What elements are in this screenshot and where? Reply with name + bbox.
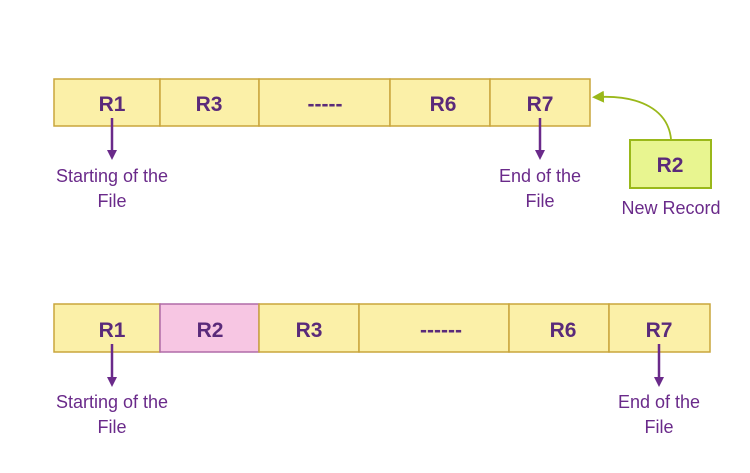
after-cell-r3 bbox=[258, 303, 360, 353]
after-cell-label: R6 bbox=[550, 319, 577, 342]
before-start-caption-line2: File bbox=[97, 191, 126, 211]
after-cell-r1 bbox=[53, 303, 161, 353]
after-cell-label: ------ bbox=[420, 319, 462, 342]
after-cell-label: R2 bbox=[197, 319, 224, 342]
before-cell-r3 bbox=[159, 78, 260, 127]
before-cell-label: R3 bbox=[196, 93, 223, 116]
after-cell-label: R3 bbox=[296, 319, 323, 342]
after-file-row: R1 R2 R3 ------ R6 R7 bbox=[53, 303, 711, 353]
after-cell-ellipsis bbox=[358, 303, 510, 353]
before-start-caption-line1: Starting of the bbox=[56, 166, 168, 186]
after-cell-label: R7 bbox=[646, 319, 673, 342]
before-file-row: R1 R3 ----- R6 R7 bbox=[53, 78, 591, 127]
before-cell-label: R7 bbox=[527, 93, 554, 116]
before-end-caption-line2: File bbox=[525, 191, 554, 211]
after-end-caption-line2: File bbox=[644, 417, 673, 437]
before-cell-label: ----- bbox=[308, 93, 343, 116]
after-cell-label: R1 bbox=[99, 319, 126, 342]
new-record-caption: New Record bbox=[621, 198, 720, 218]
after-cell-r6 bbox=[508, 303, 610, 353]
before-cell-label: R6 bbox=[430, 93, 457, 116]
before-cell-ellipsis bbox=[258, 78, 391, 127]
new-record-label: R2 bbox=[657, 154, 684, 177]
after-start-caption-line1: Starting of the bbox=[56, 392, 168, 412]
insert-arrow bbox=[592, 90, 672, 140]
after-start-caption-line2: File bbox=[97, 417, 126, 437]
before-cell-label: R1 bbox=[99, 93, 126, 116]
before-end-caption-line1: End of the bbox=[499, 166, 581, 186]
new-record-box bbox=[629, 139, 712, 189]
after-cell-r2-inserted bbox=[159, 303, 260, 353]
after-end-caption-line1: End of the bbox=[618, 392, 700, 412]
before-cell-r1 bbox=[53, 78, 161, 127]
